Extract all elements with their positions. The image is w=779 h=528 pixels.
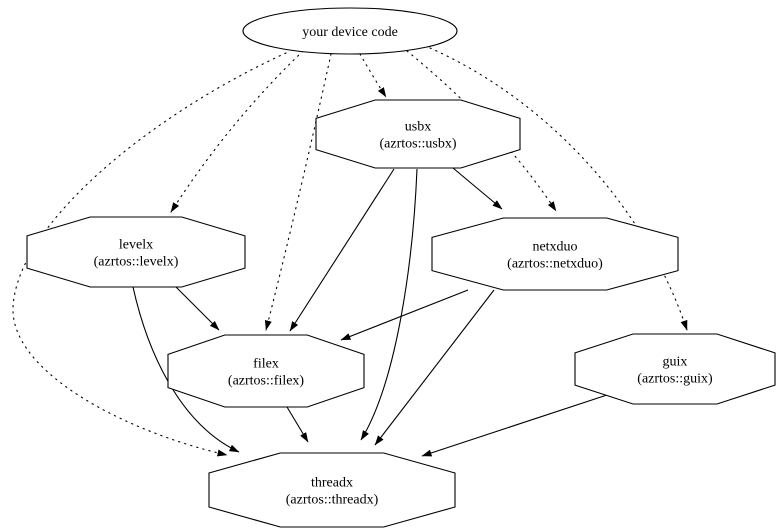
edge-usbx-filex <box>289 168 395 332</box>
node-guix-label-line2: (azrtos::guix) <box>637 372 713 387</box>
node-netxduo-shape <box>431 217 679 291</box>
node-filex: filex(azrtos::filex) <box>167 334 365 408</box>
node-levelx-label-line1: levelx <box>119 238 153 253</box>
edge-usbx-netxduo <box>452 167 503 210</box>
node-levelx: levelx(azrtos::levelx) <box>26 216 246 288</box>
node-usbx-label-line1: usbx <box>405 120 431 135</box>
edge-device-usbx <box>359 53 387 98</box>
edge-levelx-filex <box>175 286 220 331</box>
node-device-shape <box>242 7 458 55</box>
node-guix-label-line1: guix <box>663 355 688 370</box>
nodes-layer: your device codeusbx(azrtos::usbx)levelx… <box>26 7 776 528</box>
node-threadx: threadx(azrtos::threadx) <box>208 452 456 528</box>
edge-device-guix <box>429 47 688 331</box>
edge-guix-threadx <box>421 393 611 457</box>
node-netxduo-label-line2: (azrtos::netxduo) <box>507 257 603 272</box>
edge-filex-threadx <box>286 406 309 443</box>
node-filex-label-line2: (azrtos::filex) <box>228 374 305 389</box>
edge-device-netxduo <box>406 50 557 212</box>
node-filex-label-line1: filex <box>253 357 279 372</box>
edge-device-threadx <box>12 52 287 457</box>
node-threadx-label-line2: (azrtos::threadx) <box>286 493 379 508</box>
node-device-label-line1: your device code <box>302 25 398 40</box>
node-levelx-shape <box>26 216 246 288</box>
edge-netxduo-threadx <box>374 289 495 446</box>
node-threadx-label-line1: threadx <box>311 476 353 491</box>
node-usbx-label-line2: (azrtos::usbx) <box>380 137 457 152</box>
node-device: your device code <box>242 7 458 55</box>
node-threadx-shape <box>208 452 456 528</box>
node-netxduo-label-line1: netxduo <box>532 240 577 255</box>
node-usbx-shape <box>315 99 521 169</box>
node-netxduo: netxduo(azrtos::netxduo) <box>431 217 679 291</box>
edge-netxduo-filex <box>340 289 469 341</box>
edges-layer <box>12 47 688 457</box>
node-levelx-label-line2: (azrtos::levelx) <box>94 255 179 270</box>
node-guix: guix(azrtos::guix) <box>574 333 776 405</box>
node-usbx: usbx(azrtos::usbx) <box>315 99 521 169</box>
edge-usbx-threadx <box>360 168 418 441</box>
node-filex-shape <box>167 334 365 408</box>
edge-device-filex <box>264 53 332 331</box>
edge-device-levelx <box>170 50 304 213</box>
node-guix-shape <box>574 333 776 405</box>
